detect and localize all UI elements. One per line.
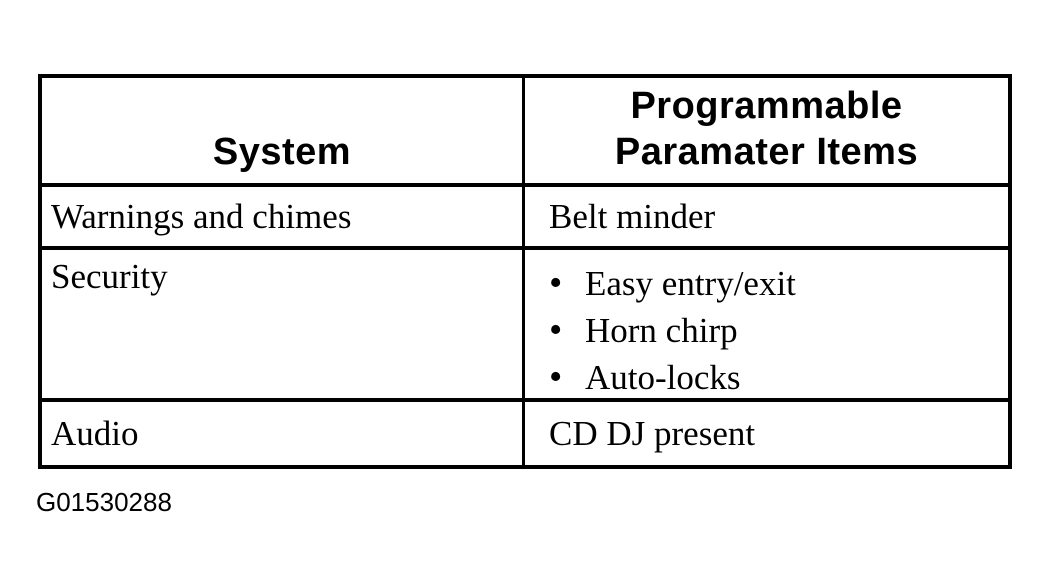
table-row-security-items-cell: • Easy entry/exit • Horn chirp • Auto-lo… bbox=[525, 250, 1008, 402]
table-row-security-system-cell: Security bbox=[42, 250, 525, 402]
bullet-icon: • bbox=[549, 356, 563, 398]
header-cell-programmable-parameter-items: Programmable Paramater Items bbox=[525, 78, 1008, 187]
bullet-item: • Easy entry/exit bbox=[549, 260, 1008, 307]
system-label: Warnings and chimes bbox=[51, 196, 352, 236]
figure-id: G01530288 bbox=[36, 487, 172, 517]
column-header-items-label-line2: Paramater Items bbox=[614, 131, 919, 173]
column-header-items-label-line1: Programmable bbox=[630, 85, 903, 127]
table-row-warnings-items-cell: Belt minder bbox=[525, 187, 1008, 250]
table-row-audio-items-cell: CD DJ present bbox=[525, 402, 1008, 465]
bullet-item: • Auto-locks bbox=[549, 354, 1008, 398]
parameter-item-label: CD DJ present bbox=[549, 413, 756, 453]
bullet-item-label: Easy entry/exit bbox=[585, 264, 796, 303]
bullet-item: • Horn chirp bbox=[549, 307, 1008, 354]
parameter-item-label: Belt minder bbox=[549, 196, 716, 236]
column-header-system-label: System bbox=[212, 131, 352, 173]
table-row-audio-system-cell: Audio bbox=[42, 402, 525, 465]
system-label: Audio bbox=[51, 413, 139, 453]
bullet-item-label: Horn chirp bbox=[585, 311, 738, 350]
header-cell-system: System bbox=[42, 78, 525, 187]
bullet-item-label: Auto-locks bbox=[585, 358, 741, 397]
bullet-icon: • bbox=[549, 309, 563, 351]
table-row-warnings-system-cell: Warnings and chimes bbox=[42, 187, 525, 250]
bullet-icon: • bbox=[549, 262, 563, 304]
programmable-parameters-table: System Programmable Paramater Items Warn… bbox=[38, 74, 1012, 469]
system-label: Security bbox=[51, 257, 168, 296]
